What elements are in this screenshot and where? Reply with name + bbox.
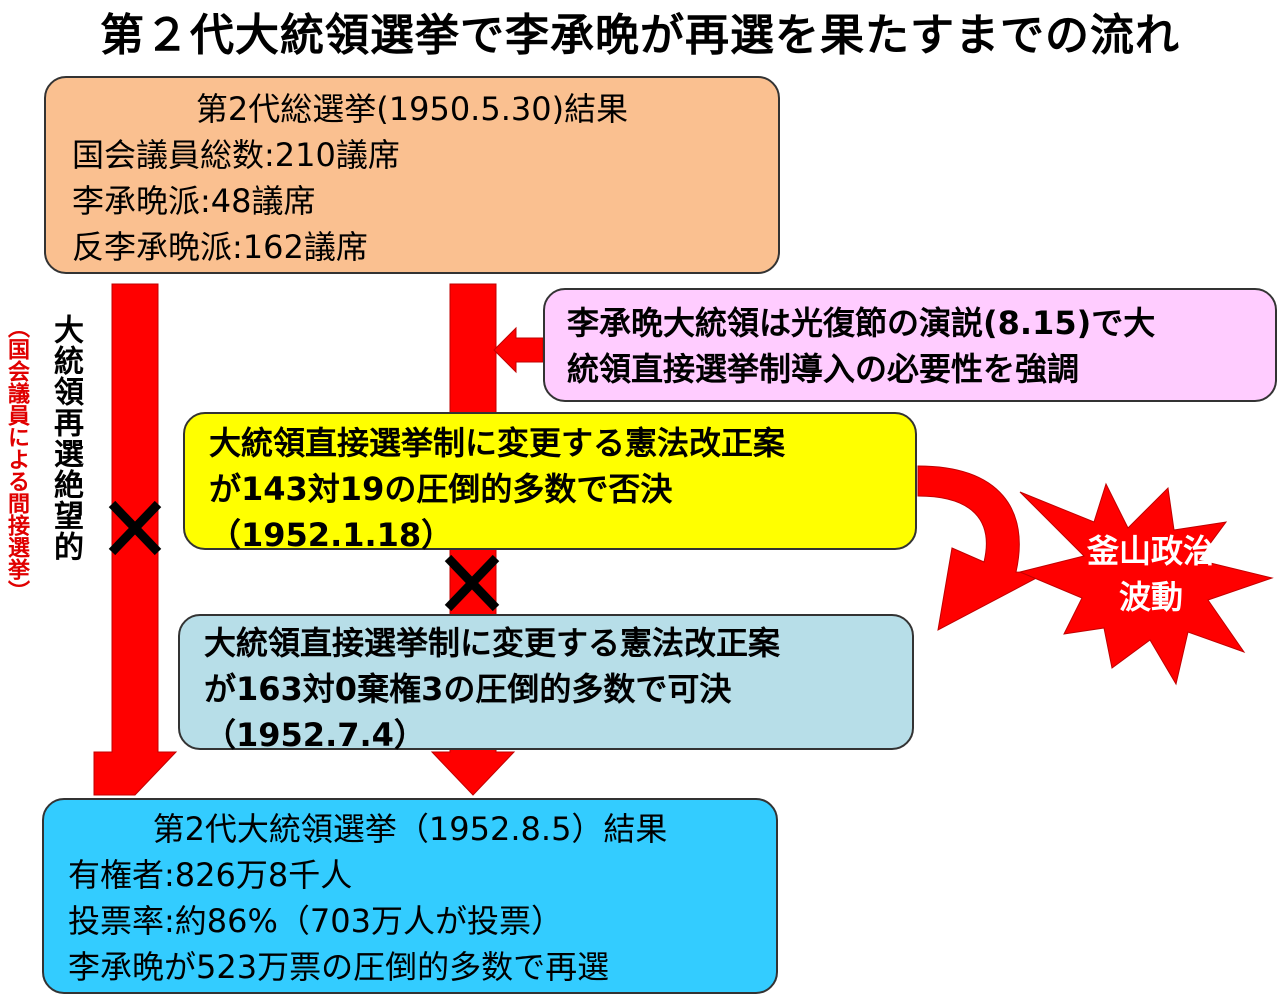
- election-1950-line: 李承晩派:48議席: [72, 182, 316, 220]
- center-x-mark: [444, 554, 500, 612]
- center-arrow-top: [449, 283, 497, 415]
- left-down-arrow: [93, 283, 178, 796]
- passed-line: 大統領直接選挙制に変更する憲法改正案: [204, 624, 781, 662]
- rejected-line: 大統領直接選挙制に変更する憲法改正案: [209, 424, 786, 462]
- rejected-line: が143対19の圧倒的多数で否決: [209, 470, 673, 508]
- election-1950-line: 国会議員総数:210議席: [72, 136, 400, 174]
- reelection-hopeless-label: 大統領再選絶望的: [48, 314, 83, 562]
- amendment-rejected-box: 大統領直接選挙制に変更する憲法改正案 が143対19の圧倒的多数で否決 （195…: [183, 412, 917, 554]
- passed-date: （1952.7.4）: [204, 716, 426, 754]
- speech-left-arrow: [493, 326, 544, 374]
- curved-arrow: [917, 465, 1046, 631]
- presidential-1952-line: 投票率:約86%（703万人が投票）: [68, 902, 563, 940]
- election-1950-heading: 第2代総選挙(1950.5.30)結果: [195, 90, 629, 128]
- rejected-date: （1952.1.18）: [209, 516, 454, 554]
- amendment-passed-box: 大統領直接選挙制に変更する憲法改正案 が163対0棄権3の圧倒的多数で可決 （1…: [178, 614, 914, 754]
- speech-line: 李承晩大統領は光復節の演説(8.15)で大: [567, 304, 1156, 342]
- busan-label-line: 釜山政治: [1086, 532, 1215, 570]
- presidential-1952-line: 李承晩が523万票の圧倒的多数で再選: [68, 948, 610, 986]
- election-1950-line: 反李承晩派:162議席: [72, 228, 368, 266]
- page-title: 第２代大統領選挙で李承晩が再選を果たすまでの流れ: [100, 10, 1180, 61]
- presidential-1952-line: 有権者:826万8千人: [68, 856, 353, 894]
- indirect-election-label: （国会議員による間接選挙）: [4, 316, 29, 602]
- passed-line: が163対0棄権3の圧倒的多数で可決: [204, 670, 732, 708]
- busan-starburst: [1018, 482, 1274, 686]
- liberation-day-speech-box: 李承晩大統領は光復節の演説(8.15)で大 統領直接選挙制導入の必要性を強調: [543, 288, 1277, 402]
- left-x-mark: [108, 500, 162, 556]
- election-1950-result-box: 第2代総選挙(1950.5.30)結果 国会議員総数:210議席 李承晩派:48…: [44, 76, 780, 274]
- busan-label-line: 波動: [1118, 578, 1183, 616]
- presidential-1952-heading: 第2代大統領選挙（1952.8.5）結果: [152, 810, 668, 848]
- busan-political-crisis-label: 釜山政治 波動: [1066, 528, 1236, 620]
- presidential-1952-result-box: 第2代大統領選挙（1952.8.5）結果 有権者:826万8千人 投票率:約86…: [42, 798, 778, 994]
- speech-line: 統領直接選挙制導入の必要性を強調: [567, 350, 1080, 388]
